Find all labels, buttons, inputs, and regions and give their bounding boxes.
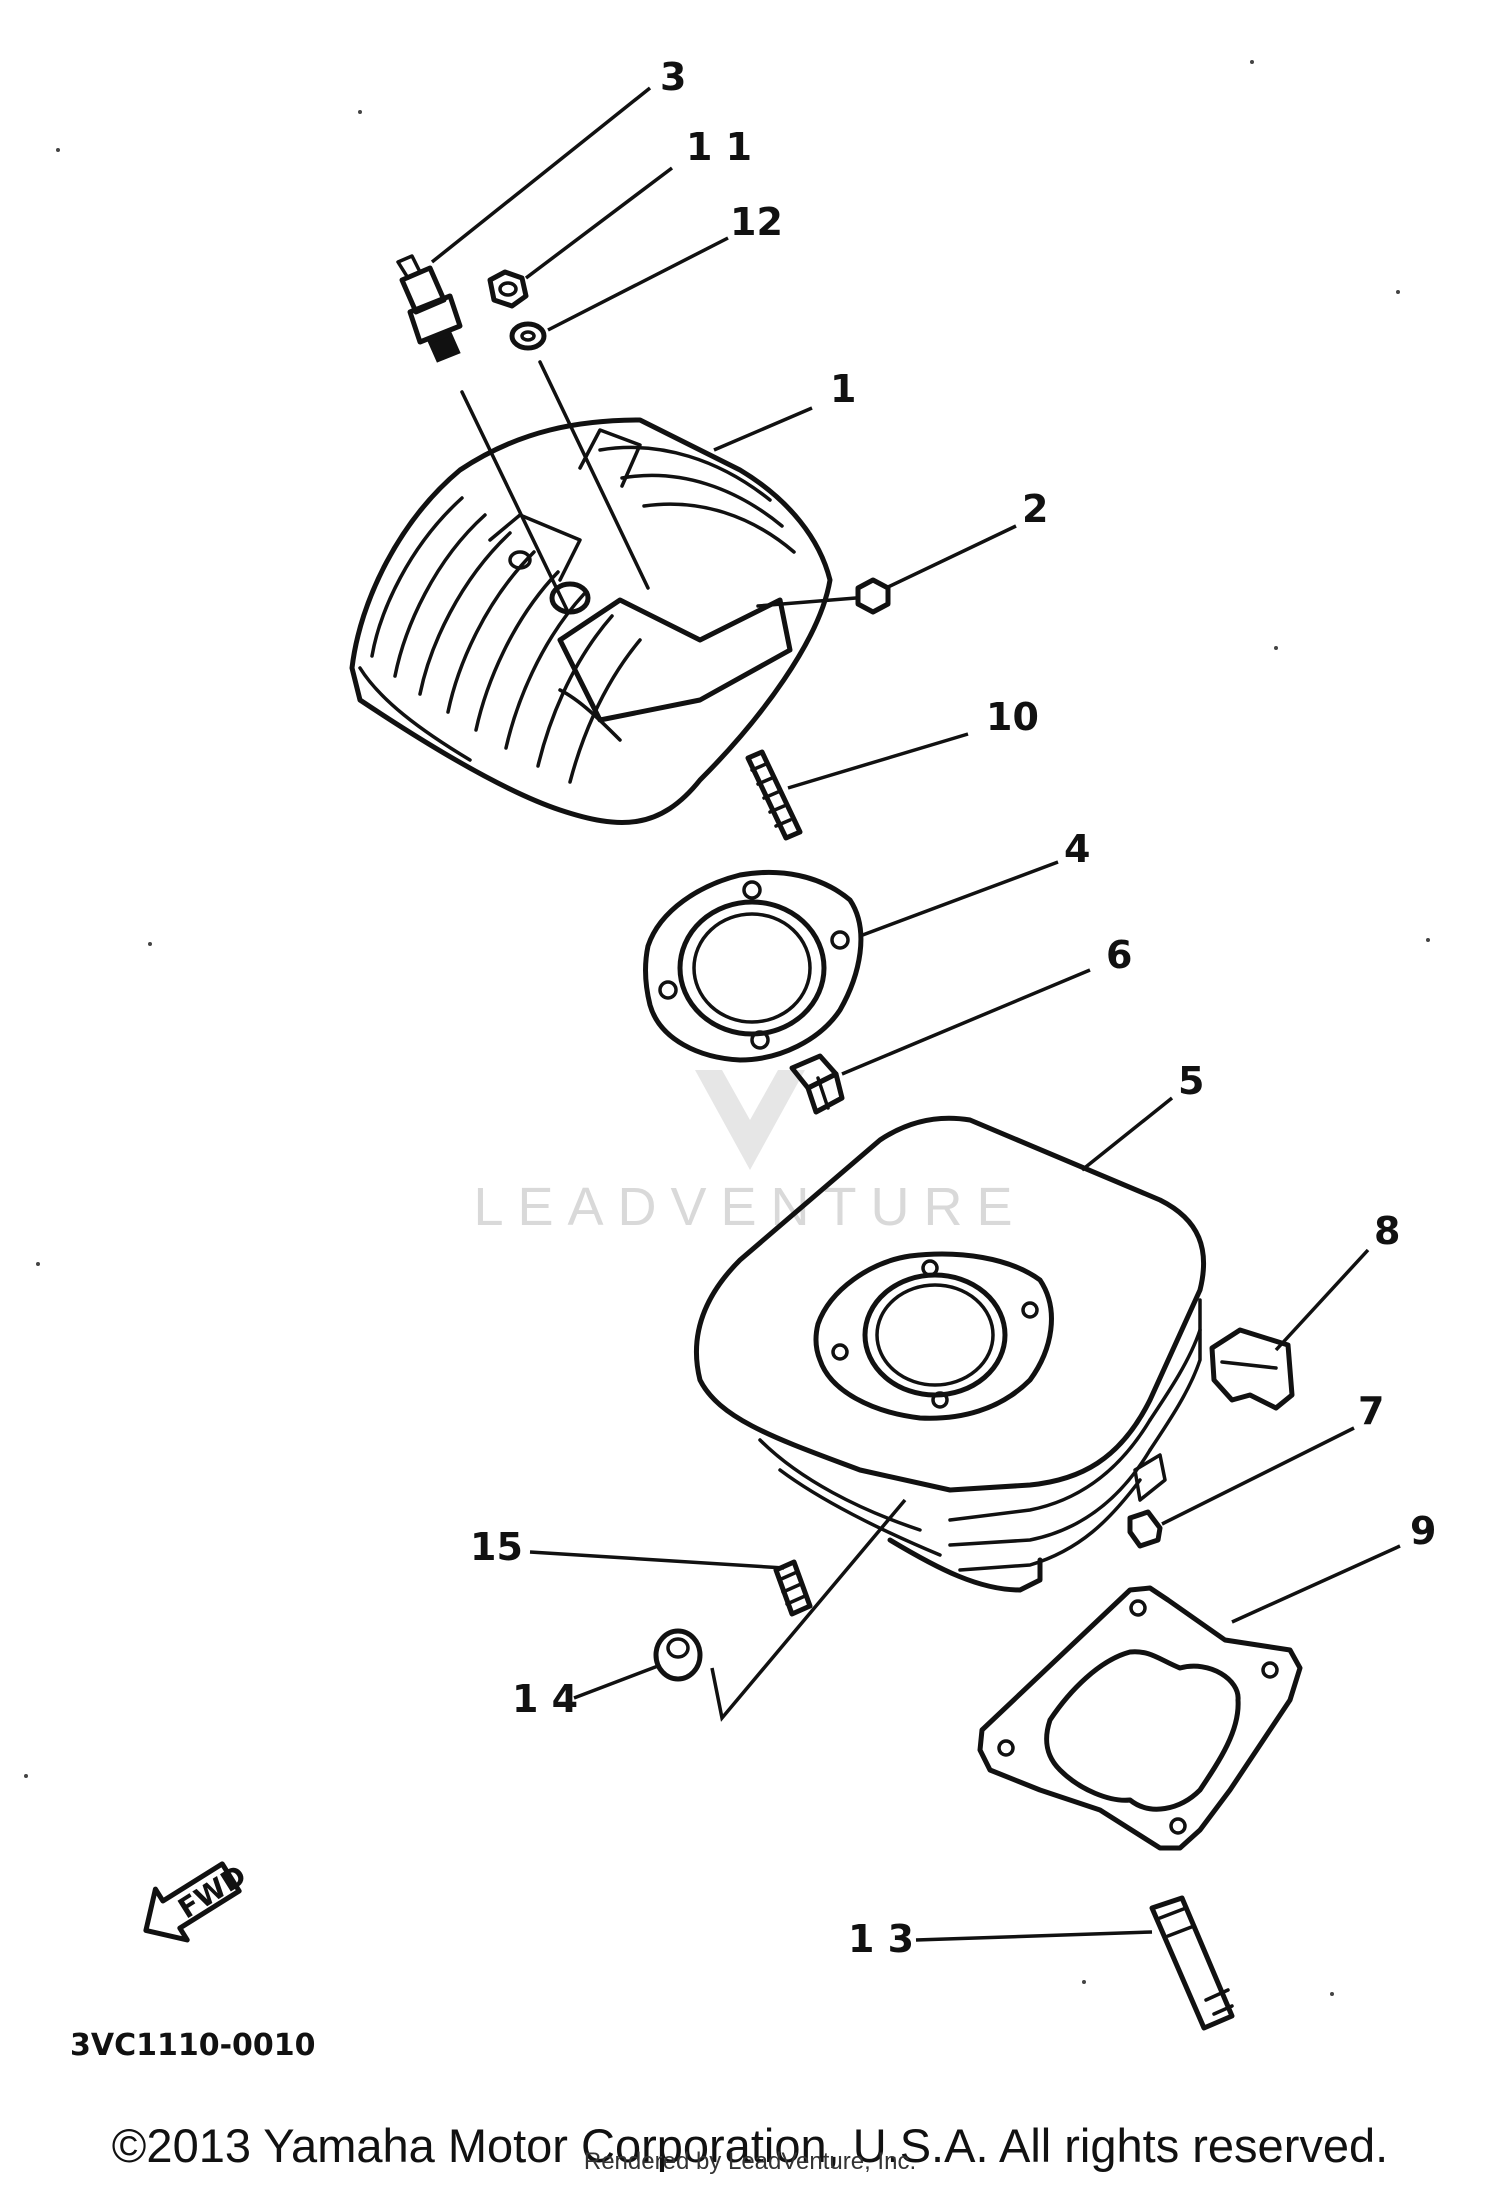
callout-14: 1 4 — [512, 1677, 578, 1721]
stud-bolt-15[interactable] — [773, 1559, 813, 1617]
stud-bolt-upper[interactable] — [745, 749, 803, 841]
cylinder-head[interactable] — [349, 417, 833, 825]
callout-9: 9 — [1410, 1509, 1436, 1553]
watermark-text: LEADVENTURE — [473, 1177, 1026, 1237]
head-gasket[interactable] — [643, 869, 864, 1063]
bracket-leader — [710, 1498, 907, 1722]
base-gasket[interactable] — [977, 1585, 1303, 1851]
washer[interactable] — [509, 321, 650, 590]
callout-4: 4 — [1064, 827, 1090, 871]
copyright-notice: ©2013 Yamaha Motor Corporation, U.S.A. A… — [111, 2119, 1389, 2172]
collar[interactable] — [789, 1053, 845, 1115]
callout-2: 2 — [1022, 487, 1048, 531]
callout-8: 8 — [1374, 1209, 1400, 1253]
callout-6: 6 — [1106, 933, 1132, 977]
nut[interactable] — [487, 269, 529, 309]
callout-15: 15 — [470, 1525, 523, 1569]
spark-plug[interactable] — [396, 254, 570, 614]
callout-10: 10 — [986, 695, 1039, 739]
diagram-code: 3VC1110-0010 — [70, 2028, 316, 2063]
scan-specks — [24, 60, 1430, 1996]
cylinder[interactable] — [693, 1115, 1207, 1593]
callout-7: 7 — [1358, 1389, 1384, 1433]
callout-12: 12 — [730, 200, 783, 244]
credit-line: Rendered by LeadVenture, Inc. — [583, 2148, 917, 2175]
watermark: LEADVENTURE — [473, 1070, 1026, 1237]
callout-5: 5 — [1178, 1059, 1204, 1103]
callout-13: 1 3 — [848, 1917, 914, 1961]
damper[interactable] — [1209, 1327, 1295, 1411]
leader-lines — [430, 86, 1401, 1942]
plug[interactable] — [1127, 1509, 1163, 1549]
stud-bolt-13[interactable] — [1149, 1895, 1235, 2031]
callouts: 3 1 1 12 1 2 10 4 6 5 8 7 9 15 1 4 1 3 — [470, 55, 1436, 1961]
callout-11: 1 1 — [686, 125, 752, 169]
collar-14[interactable] — [653, 1628, 703, 1682]
forward-arrow-icon: FWD — [143, 1859, 252, 1943]
callout-1: 1 — [830, 367, 856, 411]
callout-3: 3 — [660, 55, 686, 99]
head-nut[interactable] — [756, 577, 891, 615]
